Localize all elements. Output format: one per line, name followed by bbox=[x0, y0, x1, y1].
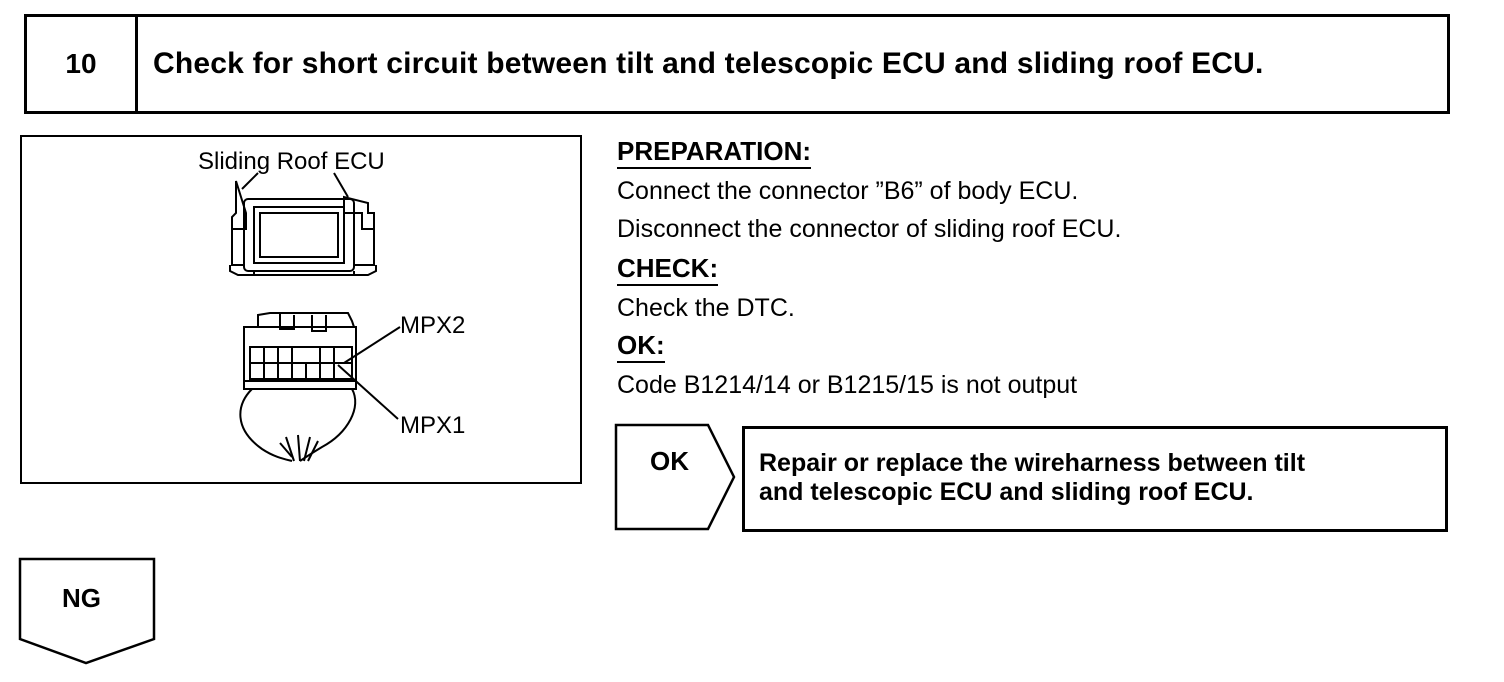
ng-arrow-shape bbox=[18, 557, 156, 665]
sliding-roof-ecu-drawing bbox=[229, 180, 377, 276]
check-line-1: Check the DTC. bbox=[617, 294, 795, 322]
connector-illustration: Sliding Roof ECU MPX2 MPX1 bbox=[20, 135, 582, 484]
ok-arrow-label: OK bbox=[650, 446, 689, 476]
check-section: CHECK: Check the DTC. bbox=[617, 253, 795, 323]
ok-result-action: Repair or replace the wireharness betwee… bbox=[742, 426, 1448, 532]
leader-line-right bbox=[333, 172, 349, 198]
preparation-section: PREPARATION: Connect the connector ”B6” … bbox=[617, 136, 1121, 244]
ecu-connector-drawing bbox=[239, 312, 357, 462]
ok-criteria-section: OK: Code B1214/14 or B1215/15 is not out… bbox=[617, 330, 1077, 400]
ng-arrow-label: NG bbox=[62, 583, 101, 613]
mpx2-label: MPX2 bbox=[400, 312, 465, 339]
ok-criteria-line-1: Code B1214/14 or B1215/15 is not output bbox=[617, 371, 1078, 399]
check-heading: CHECK: bbox=[617, 253, 719, 286]
step-header: 10 Check for short circuit between tilt … bbox=[24, 14, 1450, 114]
step-number: 10 bbox=[27, 17, 138, 111]
sliding-roof-ecu-label: Sliding Roof ECU bbox=[198, 148, 385, 175]
mpx2-leader bbox=[343, 326, 401, 364]
preparation-line-1: Connect the connector ”B6” of body ECU. bbox=[617, 177, 1079, 205]
preparation-heading: PREPARATION: bbox=[617, 136, 812, 169]
ok-action-line-2: and telescopic ECU and sliding roof ECU. bbox=[759, 478, 1254, 506]
leader-line-left bbox=[241, 172, 259, 190]
mpx1-leader bbox=[337, 364, 399, 420]
ok-criteria-heading: OK: bbox=[617, 330, 665, 363]
preparation-line-2: Disconnect the connector of sliding roof… bbox=[617, 215, 1122, 243]
step-title: Check for short circuit between tilt and… bbox=[153, 47, 1264, 80]
connector-diagram: Sliding Roof ECU MPX2 MPX1 bbox=[198, 148, 465, 462]
ok-arrow-shape bbox=[614, 423, 736, 531]
ok-action-line-1: Repair or replace the wireharness betwee… bbox=[759, 449, 1306, 477]
mpx1-label: MPX1 bbox=[400, 412, 465, 439]
